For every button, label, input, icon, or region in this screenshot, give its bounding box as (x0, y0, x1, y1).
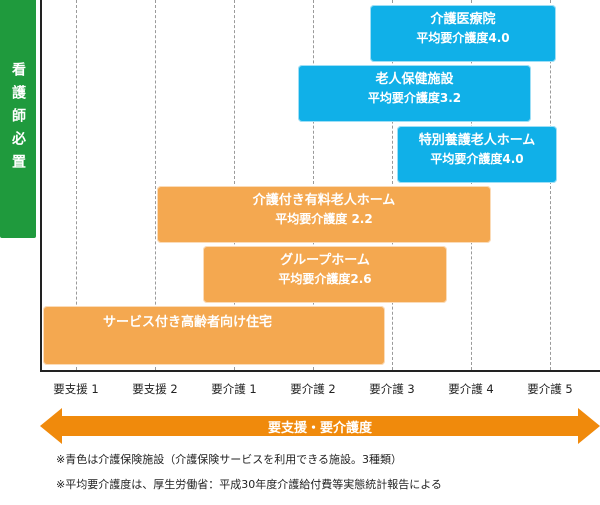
note-source: ※平均要介護度は、厚生労働省：平成30年度介護給付費等実態統計報告による (56, 478, 442, 491)
tick-label: 要介護 4 (448, 382, 494, 396)
bar-tokubetsu-yougo: 特別養護老人ホーム 平均要介護度4.0 (397, 126, 557, 183)
care-level-arrow: 要支援・要介護度 (40, 408, 600, 444)
tick-label: 要介護 1 (211, 382, 257, 396)
bar-title: 老人保健施設 (375, 72, 454, 87)
x-axis (40, 370, 600, 372)
grid-line (392, 0, 393, 370)
tick-label: 要介護 2 (290, 382, 336, 396)
bar-title: 介護付き有料老人ホーム (252, 193, 396, 208)
grid-line (76, 0, 77, 370)
bar-title: サービス付き高齢者向け住宅 (103, 315, 273, 330)
note-blue-explanation: ※青色は介護保険施設（介護保険サービスを利用できる施設。3種類） (56, 453, 402, 466)
nurse-required-text: 看護師必置 (10, 61, 26, 177)
tick-label: 要介護 3 (369, 382, 415, 396)
bar-title: グループホーム (280, 253, 370, 268)
bar-subtitle: 平均要介護度4.0 (430, 152, 524, 166)
tick-label: 要支援 1 (53, 382, 99, 396)
bar-subtitle: 平均要介護度4.0 (416, 31, 510, 45)
bar-group-home: グループホーム 平均要介護度2.6 (203, 246, 447, 303)
double-arrow-icon (40, 408, 600, 444)
bar-title: 介護医療院 (430, 12, 496, 27)
tick-label: 要介護 5 (527, 382, 573, 396)
nurse-required-label: 看護師必置 (0, 0, 36, 238)
y-axis (40, 0, 42, 372)
bar-sakoju: サービス付き高齢者向け住宅 (43, 306, 385, 365)
grid-line (313, 0, 314, 370)
bar-kaigo-tsuki-yuryo: 介護付き有料老人ホーム 平均要介護度 2.2 (157, 186, 491, 243)
grid-line (234, 0, 235, 370)
bar-roujin-hoken-shisetsu: 老人保健施設 平均要介護度3.2 (298, 65, 531, 122)
bar-subtitle: 平均要介護度3.2 (367, 91, 462, 105)
bar-subtitle: 平均要介護度2.6 (278, 272, 372, 286)
grid-line (550, 0, 551, 370)
grid-line (155, 0, 156, 370)
tick-label: 要支援 2 (132, 382, 178, 396)
bar-kaigo-iryoin: 介護医療院 平均要介護度4.0 (370, 5, 556, 62)
arrow-label: 要支援・要介護度 (267, 420, 372, 436)
bar-subtitle: 平均要介護度 2.2 (275, 212, 373, 226)
bar-title: 特別養護老人ホーム (418, 133, 536, 148)
grid-line (471, 0, 472, 370)
